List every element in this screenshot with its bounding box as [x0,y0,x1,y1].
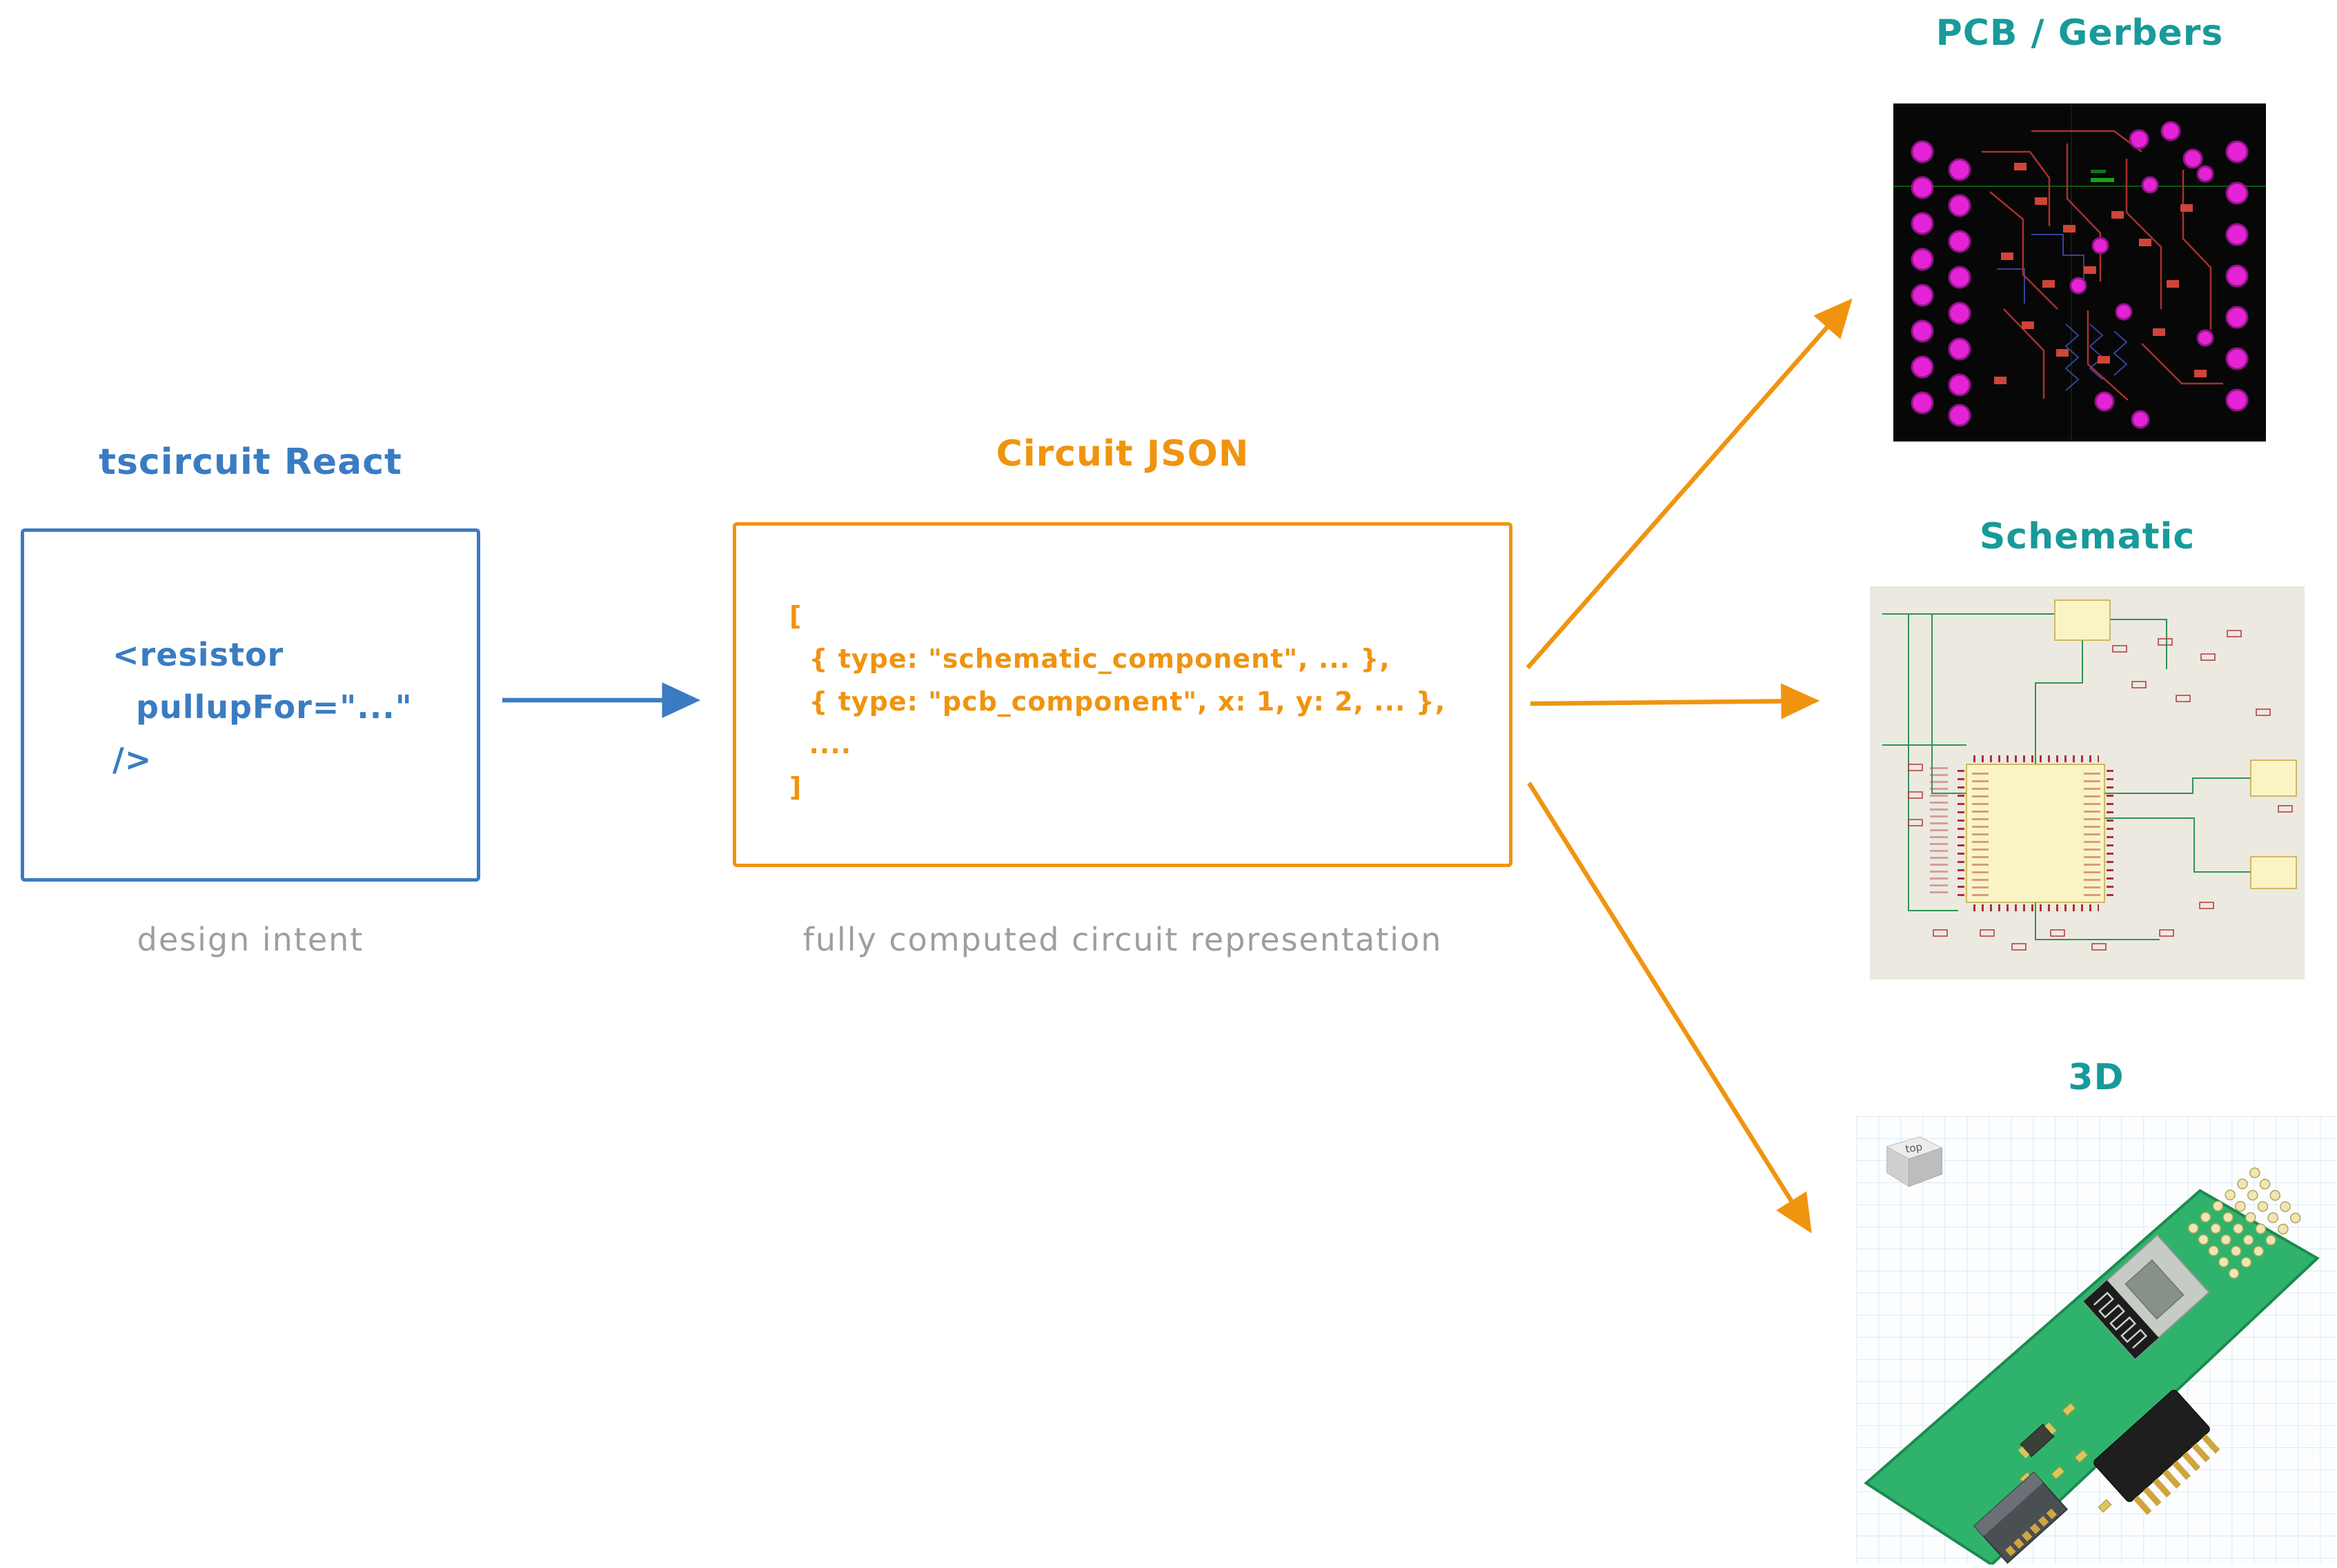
arrow-json-to-schematic [1530,683,1820,720]
pcb-layout-graphic [1893,103,2266,441]
react-section-title: tscircuit React [99,441,402,483]
3d-preview-image: top [1856,1116,2336,1565]
react-caption: design intent [137,921,364,958]
code-line: /> [112,741,152,778]
rf-module [2082,1233,2210,1360]
code-line: { type: "pcb_component", x: 1, y: 2, ...… [789,686,1446,717]
small-ic [2018,1422,2057,1459]
code-line: { type: "schematic_component", ... }, [789,644,1390,674]
pcb-output-label: PCB / Gerbers [1935,12,2224,54]
code-line: ] [789,772,802,802]
view-cube: top [1886,1136,1943,1187]
3d-output-label: 3D [2068,1057,2124,1098]
json-section-title: Circuit JSON [996,433,1250,475]
json-code: [ { type: "schematic_component", ... }, … [789,595,1446,808]
3d-render-graphic: top [1856,1116,2336,1565]
view-cube-top-label: top [1904,1140,1923,1155]
code-line: <resistor [112,636,284,673]
schematic-preview-image [1869,586,2305,980]
header-connector [2093,1389,2220,1516]
arrow-json-to-3d [1527,782,1812,1234]
json-caption: fully computed circuit representation [802,921,1443,958]
pcb-gerbers-preview-image [1893,103,2266,441]
code-line: pullupFor="..." [112,688,413,726]
react-code: <resistor pullupFor="..." /> [112,628,413,786]
json-code-box: [ { type: "schematic_component", ... }, … [733,522,1512,867]
schematic-graphic [1870,586,2305,980]
schematic-output-label: Schematic [1979,516,2196,557]
arrow-json-to-pcb [1526,298,1853,670]
passive-components [2019,1402,2112,1513]
green-pcb-board [1864,1189,2320,1565]
code-line: .... [789,729,852,760]
react-code-box: <resistor pullupFor="..." /> [21,528,480,882]
sd-card-slot [1973,1471,2069,1564]
code-line: [ [789,601,802,631]
